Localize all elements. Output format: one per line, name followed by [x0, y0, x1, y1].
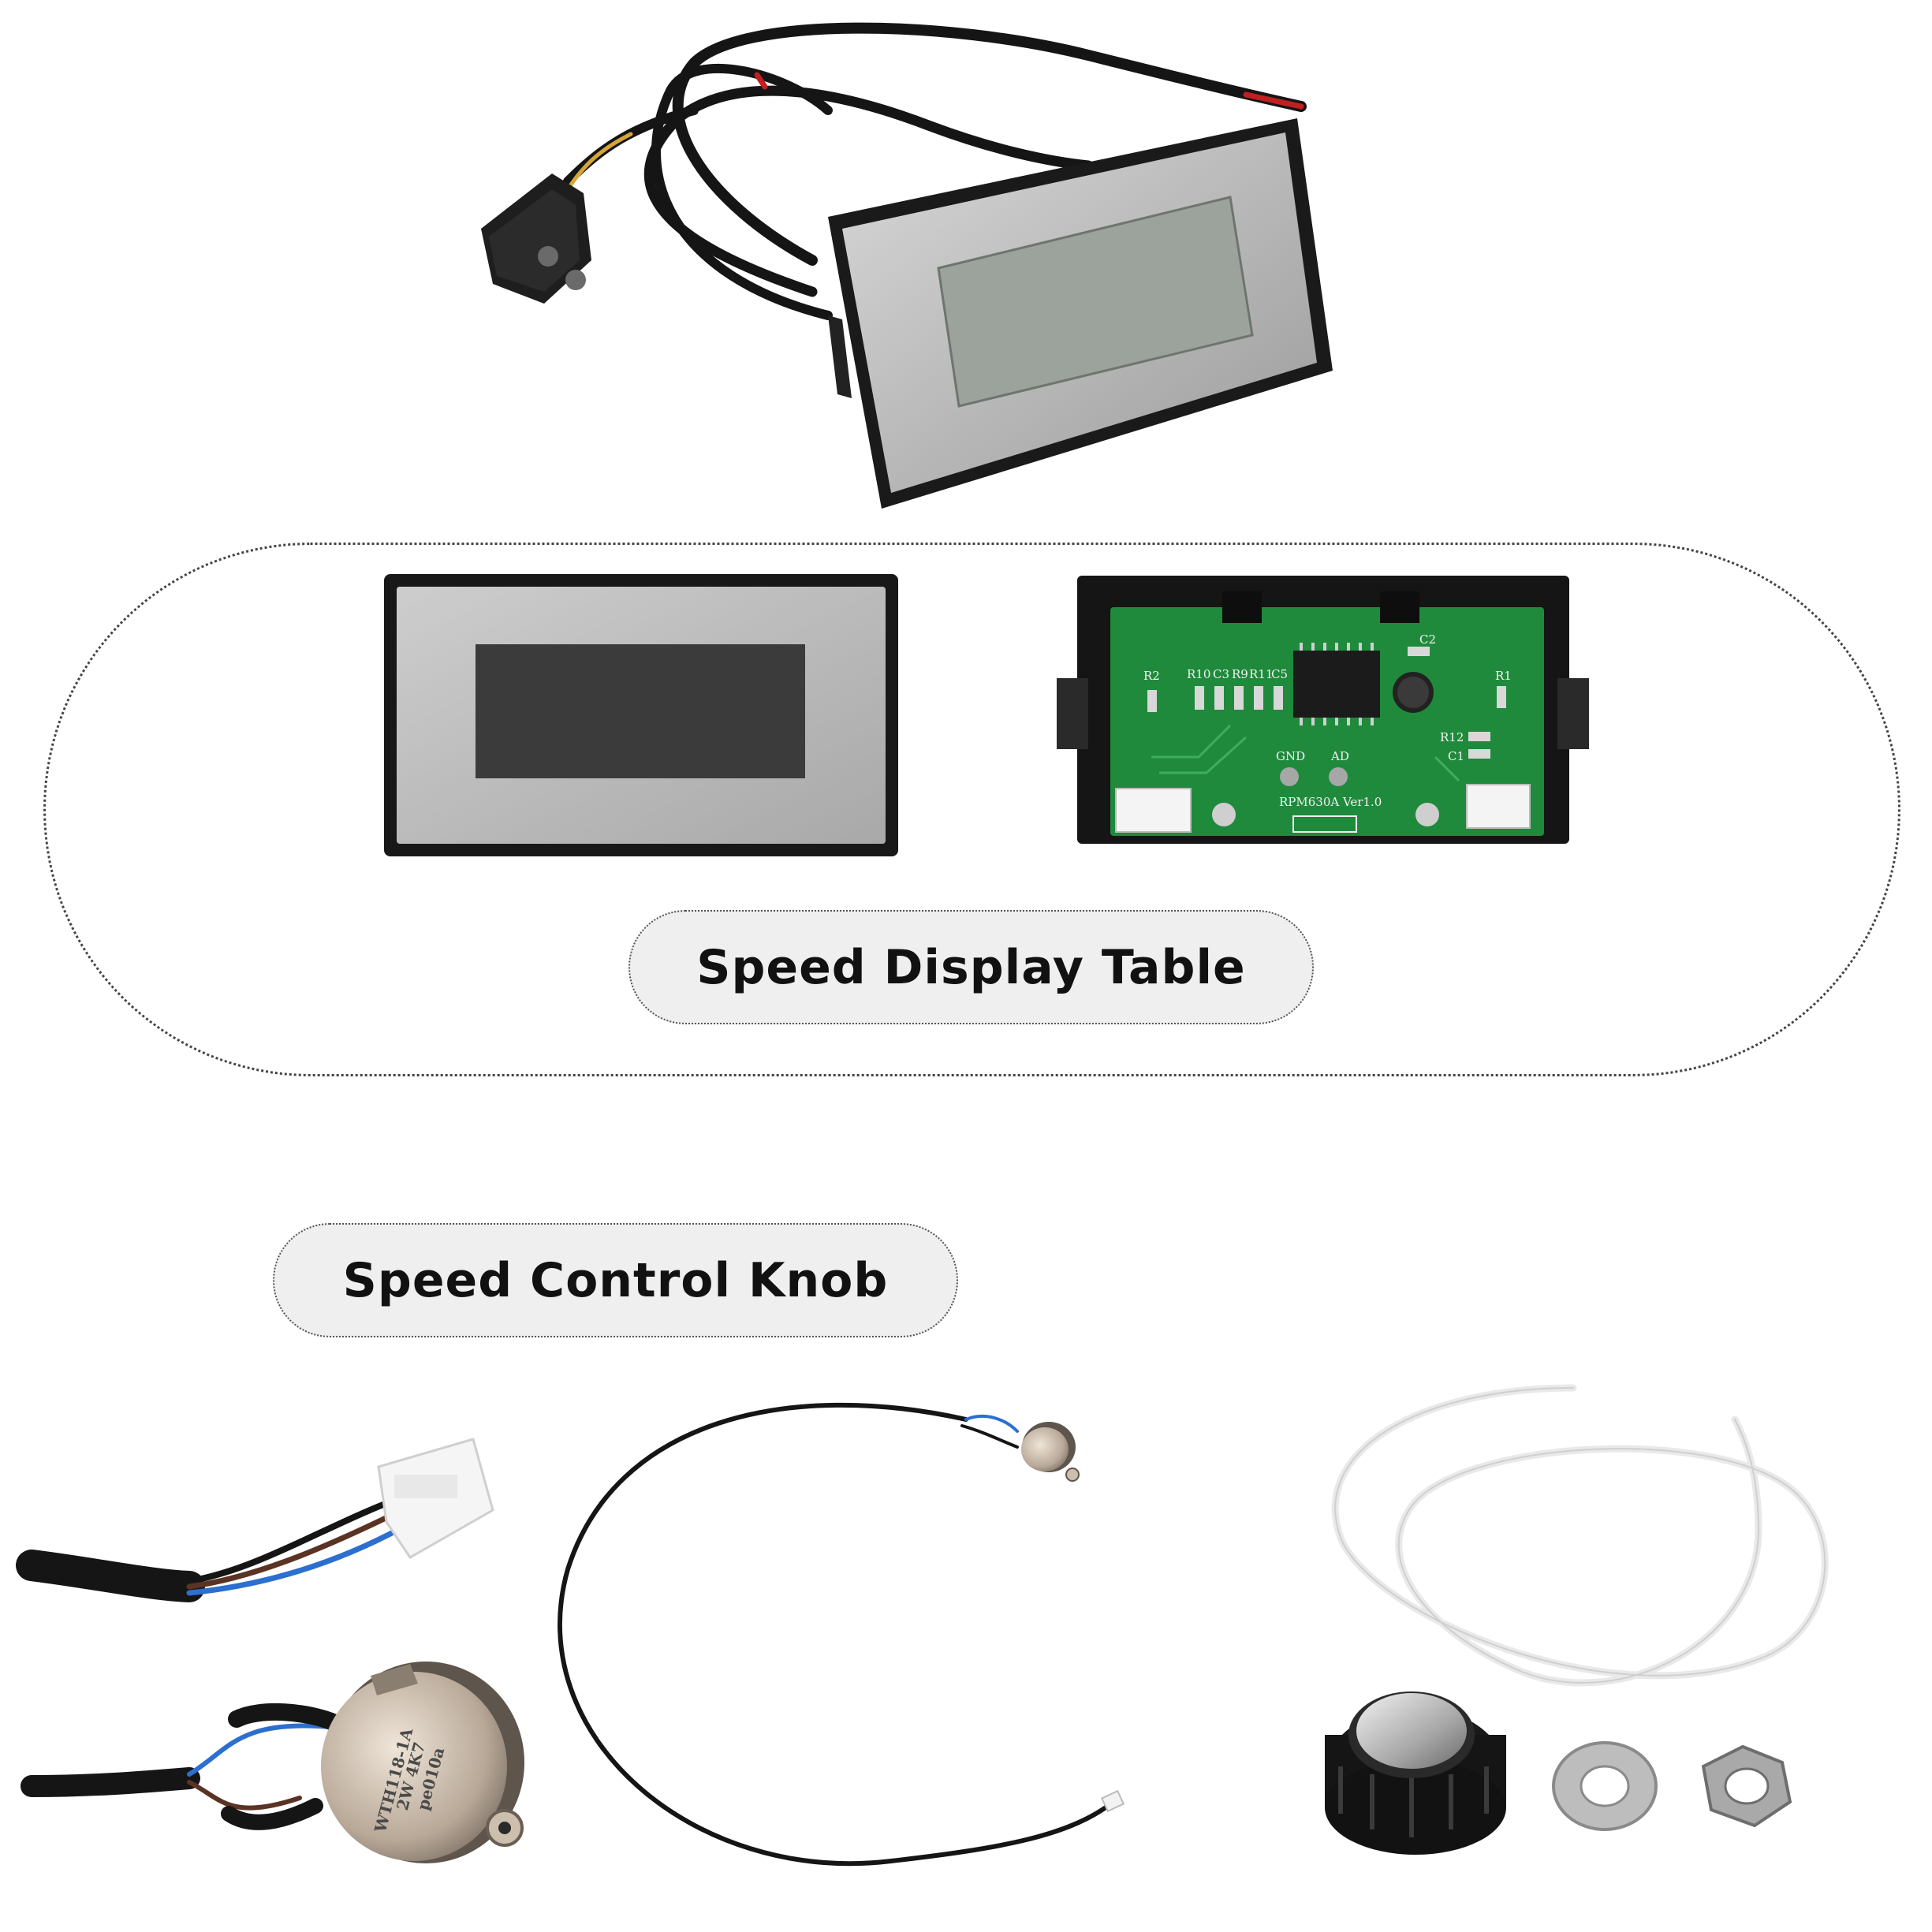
pcb-label-r9: R9	[1232, 667, 1248, 681]
display-cables	[563, 22, 1307, 320]
long-cable	[558, 1402, 1110, 1867]
white-wire	[1331, 1384, 1829, 1687]
pcb-label-c3: C3	[1213, 667, 1230, 681]
sensor-connector	[481, 173, 591, 304]
pcb-label-r10: R10	[1187, 667, 1211, 681]
washer	[1552, 1741, 1658, 1831]
pcb-label-c2: C2	[1419, 632, 1437, 647]
small-white-plug	[1100, 1789, 1125, 1813]
white-connector-plug	[377, 1438, 494, 1559]
pcb-label-ad: AD	[1331, 749, 1349, 763]
pcb-label-c5: C5	[1271, 667, 1289, 681]
pot-leads	[21, 1703, 344, 1830]
pcb-label-r11: R11	[1249, 667, 1274, 681]
display-front	[384, 574, 898, 856]
speed-display-table-label: Speed Display Table	[628, 910, 1314, 1024]
sensor-cable	[16, 1491, 429, 1602]
speed-control-knob-text: Speed Control Knob	[342, 1252, 889, 1308]
hex-nut	[1701, 1744, 1792, 1828]
potentiometer-large	[321, 1662, 524, 1863]
pcb-label-c1: C1	[1448, 749, 1465, 763]
display-section-outline	[43, 543, 1900, 1076]
speed-control-knob-label: Speed Control Knob	[273, 1223, 958, 1337]
potentiometer-small	[1021, 1422, 1080, 1482]
pcb-label-r12: R12	[1440, 730, 1464, 744]
display-angled	[828, 118, 1333, 509]
knob	[1325, 1691, 1506, 1855]
pcb-label-r2: R2	[1143, 669, 1160, 683]
pcb-label-gnd: GND	[1276, 749, 1306, 763]
pcb-label-r1: R1	[1495, 669, 1512, 683]
display-back-pcb	[1057, 576, 1589, 844]
speed-display-table-text: Speed Display Table	[696, 939, 1246, 995]
pcb-label-model: RPM630A Ver1.0	[1279, 795, 1382, 809]
